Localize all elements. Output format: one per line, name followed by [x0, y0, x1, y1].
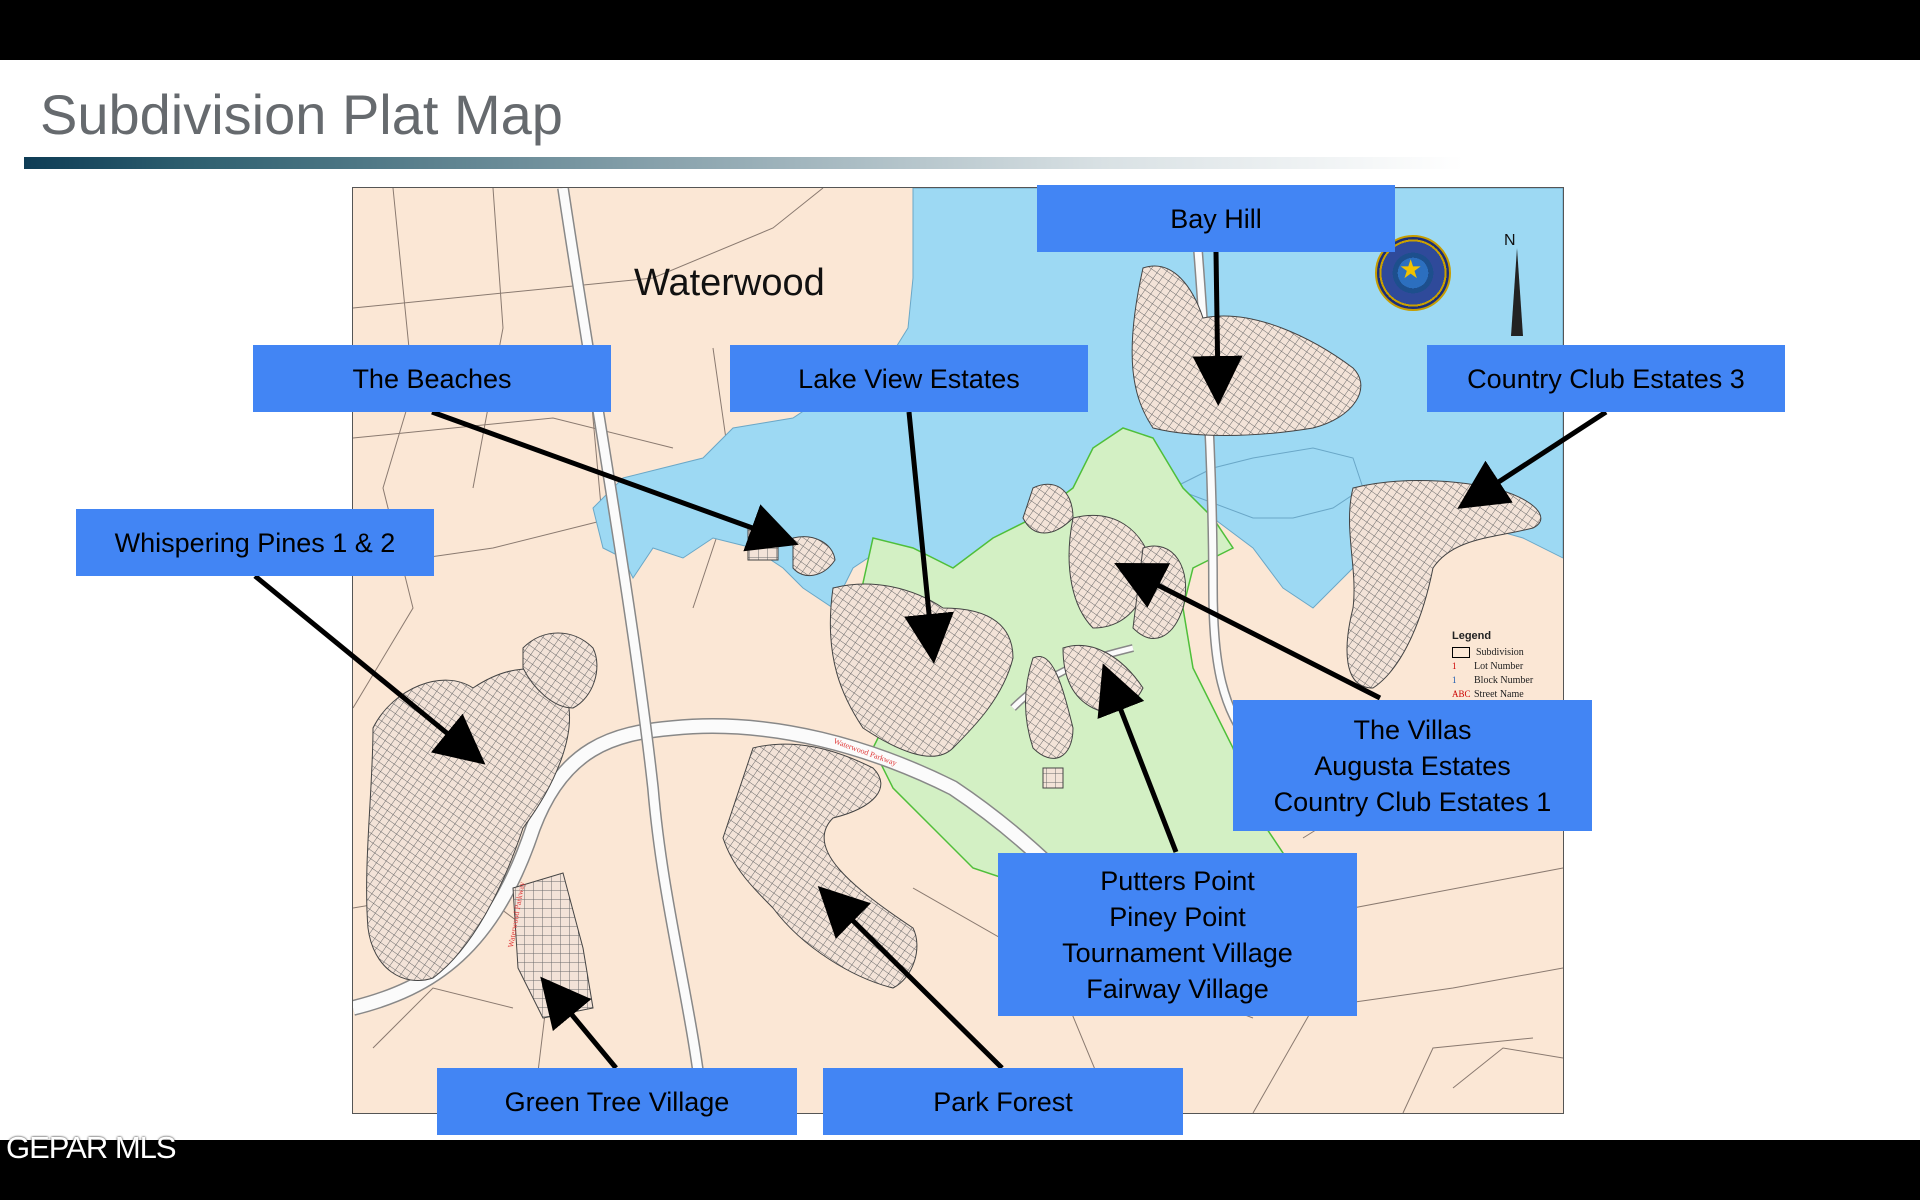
north-arrow	[1511, 248, 1523, 336]
label-villas-group: The Villas Augusta Estates Country Club …	[1233, 700, 1592, 831]
label-text: Augusta Estates	[1314, 750, 1511, 781]
legend-label: Street Name	[1474, 688, 1524, 700]
legend-row: 1 Lot Number	[1452, 659, 1533, 673]
subdivision-box-icon	[1452, 646, 1470, 658]
label-text: Lake View Estates	[798, 363, 1020, 394]
legend-row: Subdivision	[1452, 645, 1533, 659]
legend-row: 1 Block Number	[1452, 673, 1533, 687]
label-text: Country Club Estates 1	[1273, 786, 1552, 817]
label-text: Piney Point	[1109, 901, 1246, 932]
label-green-tree-village: Green Tree Village	[437, 1068, 797, 1135]
legend-label: Lot Number	[1474, 660, 1524, 672]
lake-cove	[1171, 447, 1364, 519]
label-country-club-estates-3: Country Club Estates 3	[1427, 345, 1785, 412]
label-whispering-pines: Whispering Pines 1 & 2	[76, 509, 434, 576]
seal-star-icon: ★	[1399, 254, 1423, 284]
label-text: Bay Hill	[1170, 203, 1262, 234]
label-text: Whispering Pines 1 & 2	[114, 527, 396, 558]
label-lake-view-estates: Lake View Estates	[730, 345, 1088, 412]
label-text: Country Club Estates 3	[1467, 363, 1745, 394]
slide-title: Subdivision Plat Map	[40, 83, 563, 146]
legend-label: Block Number	[1474, 674, 1534, 686]
label-the-beaches: The Beaches	[253, 345, 611, 412]
label-text: Green Tree Village	[504, 1086, 730, 1117]
title-gradient-rule	[24, 157, 1464, 169]
legend-title: Legend	[1452, 630, 1492, 642]
label-bay-hill: Bay Hill	[1037, 185, 1395, 252]
map-name: Waterwood	[634, 262, 825, 304]
legend-label: Subdivision	[1476, 646, 1524, 658]
label-text: The Villas	[1353, 714, 1472, 745]
label-text: The Beaches	[352, 363, 512, 394]
legend-symbol: 1	[1452, 661, 1457, 671]
label-text: Putters Point	[1100, 865, 1255, 896]
watermark: GEPAR MLS	[6, 1130, 177, 1165]
north-label: N	[1504, 232, 1516, 249]
label-text: Fairway Village	[1086, 973, 1269, 1004]
legend-symbol: 1	[1452, 675, 1457, 685]
legend-symbol: ABC	[1452, 689, 1471, 699]
label-putters-group: Putters Point Piney Point Tournament Vil…	[998, 853, 1357, 1016]
label-park-forest: Park Forest	[823, 1068, 1183, 1135]
bottom-black-bar	[0, 1140, 1920, 1200]
label-text: Tournament Village	[1062, 937, 1293, 968]
top-black-bar	[0, 0, 1920, 60]
subdivision-lots	[366, 265, 1542, 1019]
map-canvas: Waterwood Parkway Waterwood Parkway	[353, 188, 1563, 1113]
plat-map: Waterwood Parkway Waterwood Parkway	[352, 187, 1564, 1114]
label-text: Park Forest	[933, 1086, 1073, 1117]
